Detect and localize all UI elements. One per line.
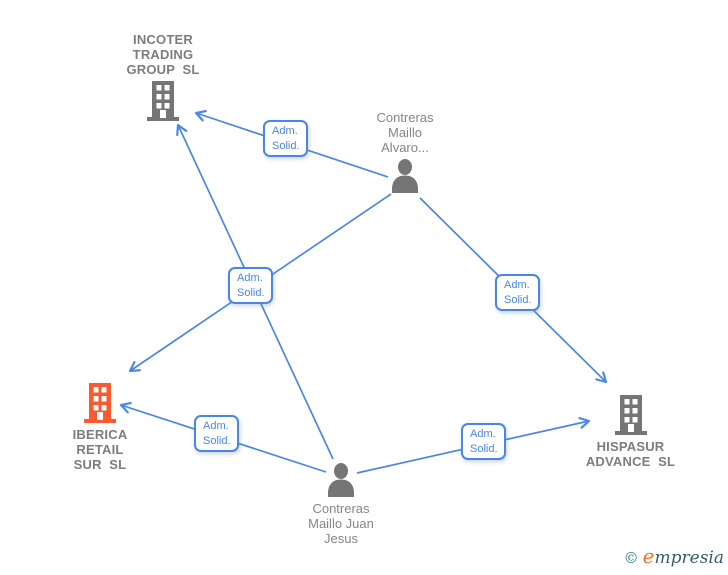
node-label-line: Maillo Juan — [308, 516, 374, 531]
person-node-juan[interactable]: Contreras Maillo Juan Jesus — [281, 459, 401, 546]
company-node-hispasur[interactable]: HISPASUR ADVANCE SL — [568, 391, 693, 469]
node-label-line: HISPASUR — [596, 439, 665, 454]
edge-label-alvaro-hispasur[interactable]: Adm. Solid. — [495, 274, 540, 311]
person-icon — [389, 159, 421, 193]
person-label-juan: Contreras Maillo Juan Jesus — [308, 501, 374, 546]
building-icon — [146, 81, 180, 121]
person-icon — [325, 463, 357, 497]
edge-label-juan-iberica[interactable]: Adm. Solid. — [194, 415, 239, 452]
edge-label-line: Adm. — [272, 125, 298, 137]
edge-label-juan-hispasur[interactable]: Adm. Solid. — [461, 423, 506, 460]
edge-label-center-crossing[interactable]: Adm. Solid. — [228, 267, 273, 304]
node-label-line: GROUP SL — [126, 62, 200, 77]
edge-label-line: Solid. — [504, 294, 532, 306]
person-label-alvaro: Contreras Maillo Alvaro... — [376, 110, 433, 155]
brand-name: mpresia — [654, 548, 725, 568]
node-label-line: Maillo — [388, 125, 422, 140]
company-label-hispasur: HISPASUR ADVANCE SL — [586, 439, 675, 469]
node-label-line: Contreras — [376, 110, 434, 125]
edge-label-line: Adm. — [237, 272, 263, 284]
edge-label-line: Solid. — [237, 287, 265, 299]
building-icon — [614, 395, 648, 435]
edge-label-line: Adm. — [203, 420, 229, 432]
node-label-line: INCOTER — [133, 32, 193, 47]
company-node-incoter[interactable]: INCOTER TRADING GROUP SL — [103, 32, 223, 125]
edge-label-line: Solid. — [203, 435, 231, 447]
node-label-line: RETAIL — [76, 442, 124, 457]
edge-label-line: Solid. — [272, 140, 300, 152]
building-icon — [83, 383, 117, 423]
edge-label-line: Adm. — [504, 279, 530, 291]
copyright-icon: © — [623, 549, 639, 567]
node-label-line: Jesus — [324, 531, 358, 546]
company-label-incoter: INCOTER TRADING GROUP SL — [126, 32, 199, 77]
node-label-line: Contreras — [312, 501, 370, 516]
node-label-line: ADVANCE SL — [585, 454, 676, 469]
company-label-iberica: IBERICA RETAIL SUR SL — [73, 427, 128, 472]
brand-logo[interactable]: ©empresia — [624, 544, 724, 568]
node-label-line: IBERICA — [72, 427, 128, 442]
edge-label-alvaro-incoter[interactable]: Adm. Solid. — [263, 120, 308, 157]
brand-initial: e — [642, 544, 655, 568]
edge-label-line: Adm. — [470, 428, 496, 440]
company-node-iberica[interactable]: IBERICA RETAIL SUR SL — [40, 379, 160, 472]
node-label-line: SUR SL — [73, 457, 127, 472]
node-label-line: TRADING — [132, 47, 194, 62]
node-label-line: Alvaro... — [381, 140, 429, 155]
person-node-alvaro[interactable]: Contreras Maillo Alvaro... — [345, 110, 465, 197]
edge-label-line: Solid. — [470, 443, 498, 455]
